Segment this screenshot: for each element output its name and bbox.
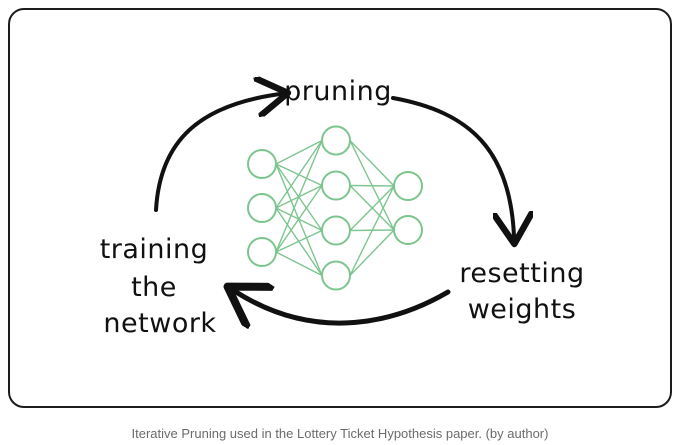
- network-edge: [275, 229, 323, 253]
- diagram-frame: [8, 8, 672, 408]
- network-edge: [275, 140, 323, 209]
- network-node: [393, 171, 423, 201]
- label-training-network-line2: the: [131, 272, 177, 303]
- iterative-pruning-diagram: pruning resetting weights training the n…: [100, 0, 584, 339]
- network-edge: [275, 185, 323, 253]
- network-edge: [275, 139, 323, 165]
- network-edge: [349, 229, 395, 276]
- network-edge: [349, 185, 395, 276]
- label-resetting-weights-line1: resetting: [459, 258, 584, 289]
- network-node: [321, 125, 351, 156]
- network-node: [247, 193, 277, 223]
- label-pruning: pruning: [284, 76, 392, 107]
- network-node: [321, 170, 351, 201]
- network-edge: [275, 140, 323, 253]
- network-edge: [349, 185, 395, 231]
- arrow-training-to-pruning: [154, 94, 280, 212]
- network-edge: [349, 184, 395, 187]
- arrow-pruning-to-resetting: [391, 96, 514, 236]
- network-edge: [349, 140, 395, 187]
- arrow-resetting-to-training: [236, 292, 451, 323]
- label-training-network-line1: training: [100, 234, 209, 265]
- network-node: [321, 215, 351, 246]
- figure-caption: Iterative Pruning used in the Lottery Ti…: [131, 426, 549, 441]
- label-resetting-weights-line2: weights: [468, 294, 577, 325]
- label-training-network-line3: network: [103, 308, 216, 339]
- network-node: [321, 260, 351, 291]
- network-node: [393, 215, 423, 245]
- network-node: [247, 237, 277, 267]
- network-node: [247, 149, 277, 179]
- network-edge: [275, 251, 323, 277]
- neural-network-icon: [247, 125, 423, 291]
